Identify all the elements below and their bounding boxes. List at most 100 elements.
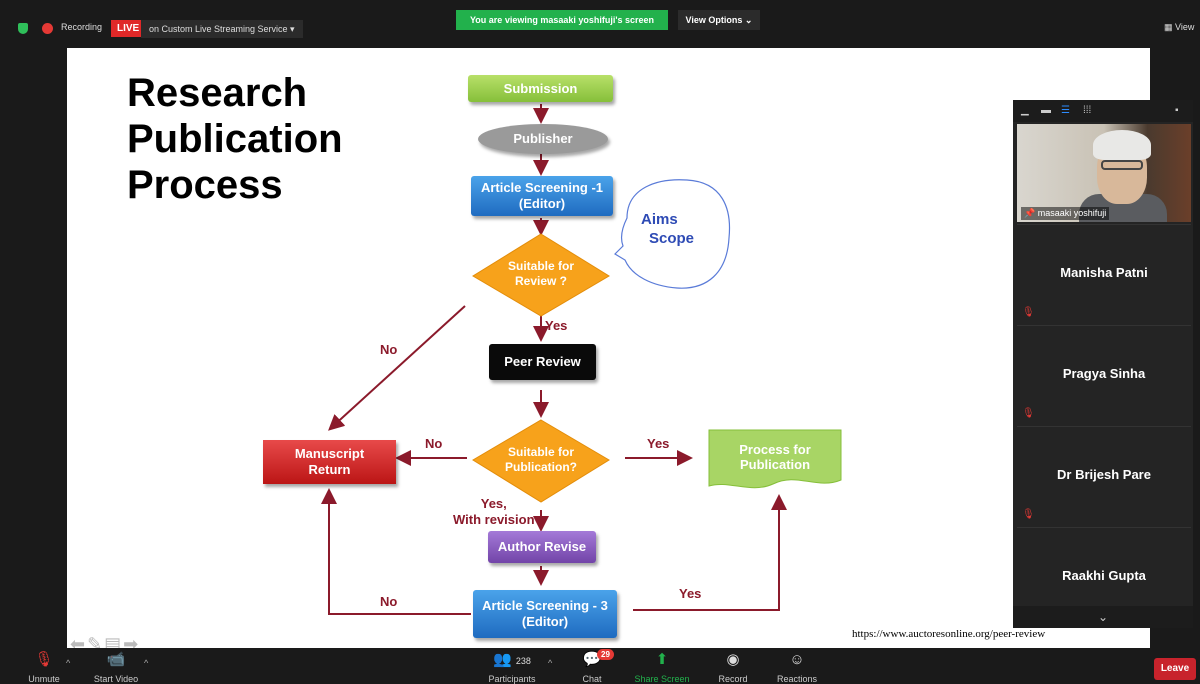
mic-muted-icon: 🎙 — [1022, 408, 1035, 419]
stream-service-dropdown[interactable]: on Custom Live Streaming Service ▾ — [141, 20, 303, 38]
audio-options-chevron-icon[interactable]: ^ — [66, 658, 71, 668]
meeting-toolbar: 🎙 Unmute ^ 📹 Start Video ^ 👥 238 Partici… — [0, 648, 1200, 684]
node-author-revise: Author Revise — [488, 531, 596, 563]
mic-muted-icon: 🎙 — [34, 651, 54, 668]
node-line: Process for — [739, 442, 811, 457]
reactions-button[interactable]: ☺ Reactions — [772, 650, 822, 684]
node-line: (Editor) — [521, 614, 569, 629]
panel-header: ▁ ▬ ☰ ⁞⁞⁞ ▪ — [1013, 100, 1193, 122]
participant-tile[interactable]: Dr Brijesh Pare 🎙 — [1017, 426, 1191, 524]
aims-scope-bubble — [614, 179, 731, 289]
label-line: With revision — [453, 512, 535, 527]
record-button[interactable]: ◉ Record — [712, 650, 754, 684]
record-label: Record — [718, 674, 748, 684]
participant-tile[interactable]: Raakhi Gupta — [1017, 527, 1191, 605]
label-no-publication: No — [425, 436, 443, 451]
share-screen-button[interactable]: ⬆ Share Screen — [632, 650, 692, 684]
slide-title: Research Publication Process — [127, 70, 427, 208]
node-publisher: Publisher — [478, 124, 608, 154]
participant-tile[interactable]: Manisha Patni 🎙 — [1017, 224, 1191, 322]
exit-panel-icon[interactable]: ▪ — [1175, 105, 1179, 116]
start-video-label: Start Video — [93, 674, 139, 684]
recording-icon — [42, 23, 53, 34]
chat-label: Chat — [582, 674, 602, 684]
node-line: (Editor) — [518, 196, 566, 211]
scope-line: Scope — [649, 230, 695, 247]
minimize-icon[interactable]: ▁ — [1021, 105, 1029, 116]
node-article-screening-3: Article Screening - 3(Editor) — [473, 590, 617, 638]
node-line: Review ? — [514, 274, 568, 288]
label-yes-publication: Yes — [647, 436, 670, 451]
label-yes-review: Yes — [545, 318, 568, 333]
participants-label: Participants — [488, 674, 536, 684]
label-line: Yes, — [480, 496, 507, 511]
view-options-button[interactable]: View Options ⌄ — [678, 10, 760, 30]
label-no-review: No — [380, 342, 398, 357]
speaker-view-icon[interactable]: ☰ — [1061, 105, 1070, 116]
node-line: Manuscript — [294, 446, 365, 461]
share-screen-icon: ⬆ — [655, 651, 669, 668]
node-submission: Submission — [468, 75, 613, 102]
chat-unread-badge: 29 — [597, 649, 614, 660]
aims-scope-text: Aims Scope — [637, 210, 694, 248]
active-speaker-video[interactable]: 📌 masaaki yoshifuji — [1017, 124, 1191, 222]
participant-name: Manisha Patni — [1060, 265, 1148, 280]
node-line: Article Screening - 3 — [482, 598, 608, 613]
participant-name: Dr Brijesh Pare — [1057, 467, 1151, 482]
decision-suitable-publication — [472, 419, 610, 503]
node-line: Article Screening -1 — [480, 180, 604, 195]
label-yes-revision: Yes,With revision — [453, 496, 535, 528]
node-article-screening-1: Article Screening -1(Editor) — [471, 176, 613, 216]
meeting-topbar: Recording LIVE on Custom Live Streaming … — [0, 10, 1200, 48]
label-no-screening3: No — [380, 594, 398, 609]
label-yes-screening3: Yes — [679, 586, 702, 601]
record-icon: ◉ — [726, 651, 740, 668]
recording-label: Recording — [61, 22, 103, 32]
node-line: Publication — [739, 457, 811, 472]
shared-screen-slide: Research Publication Process — [67, 48, 1150, 648]
participants-count: 238 — [515, 656, 531, 666]
node-peer-review: Peer Review — [489, 344, 596, 380]
title-line: Process — [127, 163, 283, 207]
mic-muted-icon: 🎙 — [1022, 509, 1035, 520]
title-line: Publication — [127, 117, 343, 161]
leave-button[interactable]: Leave — [1154, 658, 1196, 680]
share-screen-label: Share Screen — [634, 674, 690, 684]
source-url: https://www.auctoresonline.org/peer-revi… — [852, 628, 1046, 640]
gallery-view-icon[interactable]: ⁞⁞⁞ — [1083, 105, 1092, 116]
process-shape — [708, 429, 842, 489]
participant-name: Raakhi Gupta — [1062, 568, 1146, 583]
reactions-label: Reactions — [776, 674, 818, 684]
live-badge: LIVE — [111, 20, 146, 37]
video-participant-name: 📌 masaaki yoshifuji — [1021, 207, 1110, 220]
aims-line: Aims — [641, 211, 678, 228]
decision-suitable-review — [472, 233, 610, 317]
view-button[interactable]: ▦ View — [1164, 22, 1195, 32]
viewing-banner: You are viewing masaaki yoshifuji's scre… — [456, 10, 668, 30]
participant-glasses — [1101, 160, 1143, 170]
start-video-button[interactable]: 📹 Start Video — [90, 650, 142, 684]
participants-video-panel: ▁ ▬ ☰ ⁞⁞⁞ ▪ 📌 masaaki yoshifuji Manisha … — [1013, 100, 1193, 628]
participant-hair — [1093, 130, 1151, 160]
reactions-icon: ☺ — [789, 651, 805, 668]
participants-chevron-icon[interactable]: ^ — [548, 658, 553, 668]
flowchart-connectors — [321, 104, 842, 615]
participants-button[interactable]: 👥 238 Participants — [484, 650, 540, 684]
unmute-button[interactable]: 🎙 Unmute — [22, 650, 66, 684]
participant-name: Pragya Sinha — [1062, 366, 1146, 381]
video-options-chevron-icon[interactable]: ^ — [144, 658, 149, 668]
node-line: Return — [308, 462, 351, 477]
shield-icon[interactable] — [18, 23, 28, 34]
hide-video-icon[interactable]: ▬ — [1041, 105, 1051, 116]
participants-icon: 👥 238 — [493, 651, 531, 668]
participant-name: masaaki yoshifuji — [1037, 208, 1107, 218]
chat-icon: 💬 — [582, 651, 602, 668]
chat-button[interactable]: 💬 Chat — [576, 650, 608, 684]
participant-tile[interactable]: Pragya Sinha 🎙 — [1017, 325, 1191, 423]
node-line: Publication? — [505, 460, 577, 474]
scroll-down-chevron-icon[interactable]: ⌄ — [1013, 606, 1193, 628]
